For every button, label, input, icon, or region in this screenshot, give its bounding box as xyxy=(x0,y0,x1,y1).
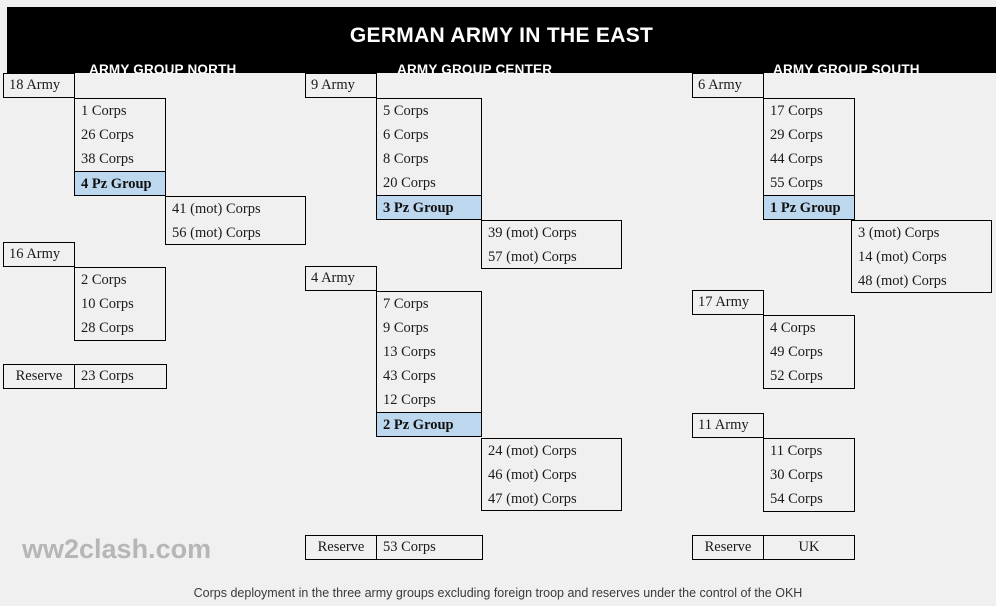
header-band: GERMAN ARMY IN THE EAST ARMY GROUP NORTH… xyxy=(7,7,996,77)
army-box-6-army[interactable]: 6 Army xyxy=(692,73,764,98)
mot-corps-list-3-pz-group: 39 (mot) Corps 57 (mot) Corps xyxy=(481,220,622,269)
army-box-4-army[interactable]: 4 Army xyxy=(305,266,377,291)
corps-item[interactable]: 52 Corps xyxy=(770,368,823,384)
army-box-17-army[interactable]: 17 Army xyxy=(692,290,764,315)
corps-item[interactable]: 29 Corps xyxy=(770,127,823,143)
corps-item[interactable]: 4 Corps xyxy=(770,320,816,336)
army-label-text: 11 Army xyxy=(698,417,749,433)
corps-item[interactable]: 11 Corps xyxy=(770,443,823,459)
group-title-south: ARMY GROUP SOUTH xyxy=(773,62,920,77)
mot-corps-item[interactable]: 3 (mot) Corps xyxy=(858,225,940,241)
reserve-label: Reserve xyxy=(4,365,75,388)
corps-item[interactable]: 13 Corps xyxy=(383,344,436,360)
army-box-18-army[interactable]: 18 Army xyxy=(3,73,75,98)
army-label-text: 17 Army xyxy=(698,294,750,310)
corps-item[interactable]: 1 Corps xyxy=(81,103,127,119)
mot-corps-item[interactable]: 56 (mot) Corps xyxy=(172,225,261,241)
panzer-group-item[interactable]: 2 Pz Group xyxy=(377,412,481,436)
page-title: GERMAN ARMY IN THE EAST xyxy=(349,24,654,47)
footer-caption: Corps deployment in the three army group… xyxy=(193,586,803,600)
corps-list-9-army: 5 Corps 6 Corps 8 Corps 20 Corps 3 Pz Gr… xyxy=(376,98,482,220)
mot-corps-item[interactable]: 57 (mot) Corps xyxy=(488,249,577,265)
army-label-text: 18 Army xyxy=(9,77,61,93)
mot-corps-item[interactable]: 14 (mot) Corps xyxy=(858,249,947,265)
corps-item[interactable]: 20 Corps xyxy=(383,175,436,191)
reserve-box-north[interactable]: Reserve 23 Corps xyxy=(3,364,167,389)
corps-item[interactable]: 9 Corps xyxy=(383,320,429,336)
corps-item[interactable]: 55 Corps xyxy=(770,175,823,191)
army-label-text: 9 Army xyxy=(311,77,355,93)
corps-item[interactable]: 6 Corps xyxy=(383,127,429,143)
reserve-box-center[interactable]: Reserve 53 Corps xyxy=(305,535,483,560)
group-title-north: ARMY GROUP NORTH xyxy=(89,62,237,77)
mot-corps-list-4-pz-group: 41 (mot) Corps 56 (mot) Corps xyxy=(165,196,306,245)
reserve-value: 23 Corps xyxy=(81,368,134,384)
corps-list-6-army: 17 Corps 29 Corps 44 Corps 55 Corps 1 Pz… xyxy=(763,98,855,220)
army-box-16-army[interactable]: 16 Army xyxy=(3,242,75,267)
mot-corps-item[interactable]: 48 (mot) Corps xyxy=(858,273,947,289)
corps-item[interactable]: 7 Corps xyxy=(383,296,429,312)
corps-item[interactable]: 30 Corps xyxy=(770,467,823,483)
corps-list-16-army: 2 Corps 10 Corps 28 Corps xyxy=(74,267,166,341)
corps-item[interactable]: 38 Corps xyxy=(81,151,134,167)
mot-corps-list-1-pz-group: 3 (mot) Corps 14 (mot) Corps 48 (mot) Co… xyxy=(851,220,992,293)
corps-item[interactable]: 8 Corps xyxy=(383,151,429,167)
corps-list-11-army: 11 Corps 30 Corps 54 Corps xyxy=(763,438,855,512)
corps-item[interactable]: 17 Corps xyxy=(770,103,823,119)
corps-item[interactable]: 43 Corps xyxy=(383,368,436,384)
group-title-center: ARMY GROUP CENTER xyxy=(397,62,553,77)
corps-item[interactable]: 2 Corps xyxy=(81,272,127,288)
mot-corps-item[interactable]: 39 (mot) Corps xyxy=(488,225,577,241)
reserve-label: Reserve xyxy=(306,536,377,559)
corps-list-17-army: 4 Corps 49 Corps 52 Corps xyxy=(763,315,855,389)
site-watermark: ww2clash.com xyxy=(22,534,212,564)
army-label-text: 6 Army xyxy=(698,77,742,93)
mot-corps-item[interactable]: 24 (mot) Corps xyxy=(488,443,577,459)
panzer-group-item[interactable]: 3 Pz Group xyxy=(377,195,481,219)
corps-item[interactable]: 49 Corps xyxy=(770,344,823,360)
corps-item[interactable]: 12 Corps xyxy=(383,392,436,408)
corps-list-4-army: 7 Corps 9 Corps 13 Corps 43 Corps 12 Cor… xyxy=(376,291,482,437)
panzer-group-item[interactable]: 4 Pz Group xyxy=(75,171,165,195)
mot-corps-list-2-pz-group: 24 (mot) Corps 46 (mot) Corps 47 (mot) C… xyxy=(481,438,622,511)
corps-item[interactable]: 26 Corps xyxy=(81,127,134,143)
mot-corps-item[interactable]: 41 (mot) Corps xyxy=(172,201,261,217)
corps-list-18-army: 1 Corps 26 Corps 38 Corps 4 Pz Group xyxy=(74,98,166,196)
corps-item[interactable]: 28 Corps xyxy=(81,320,134,336)
panzer-group-item[interactable]: 1 Pz Group xyxy=(764,195,854,219)
corps-item[interactable]: 10 Corps xyxy=(81,296,134,312)
army-label-text: 4 Army xyxy=(311,270,355,286)
reserve-box-south[interactable]: Reserve UK xyxy=(692,535,855,560)
corps-item[interactable]: 5 Corps xyxy=(383,103,429,119)
army-box-9-army[interactable]: 9 Army xyxy=(305,73,377,98)
reserve-label: Reserve xyxy=(693,536,764,559)
reserve-value: 53 Corps xyxy=(383,539,436,555)
army-box-11-army[interactable]: 11 Army xyxy=(692,413,764,438)
reserve-value: UK xyxy=(798,539,820,555)
mot-corps-item[interactable]: 46 (mot) Corps xyxy=(488,467,577,483)
corps-item[interactable]: 54 Corps xyxy=(770,491,823,507)
corps-item[interactable]: 44 Corps xyxy=(770,151,823,167)
army-label-text: 16 Army xyxy=(9,246,61,262)
mot-corps-item[interactable]: 47 (mot) Corps xyxy=(488,491,577,507)
